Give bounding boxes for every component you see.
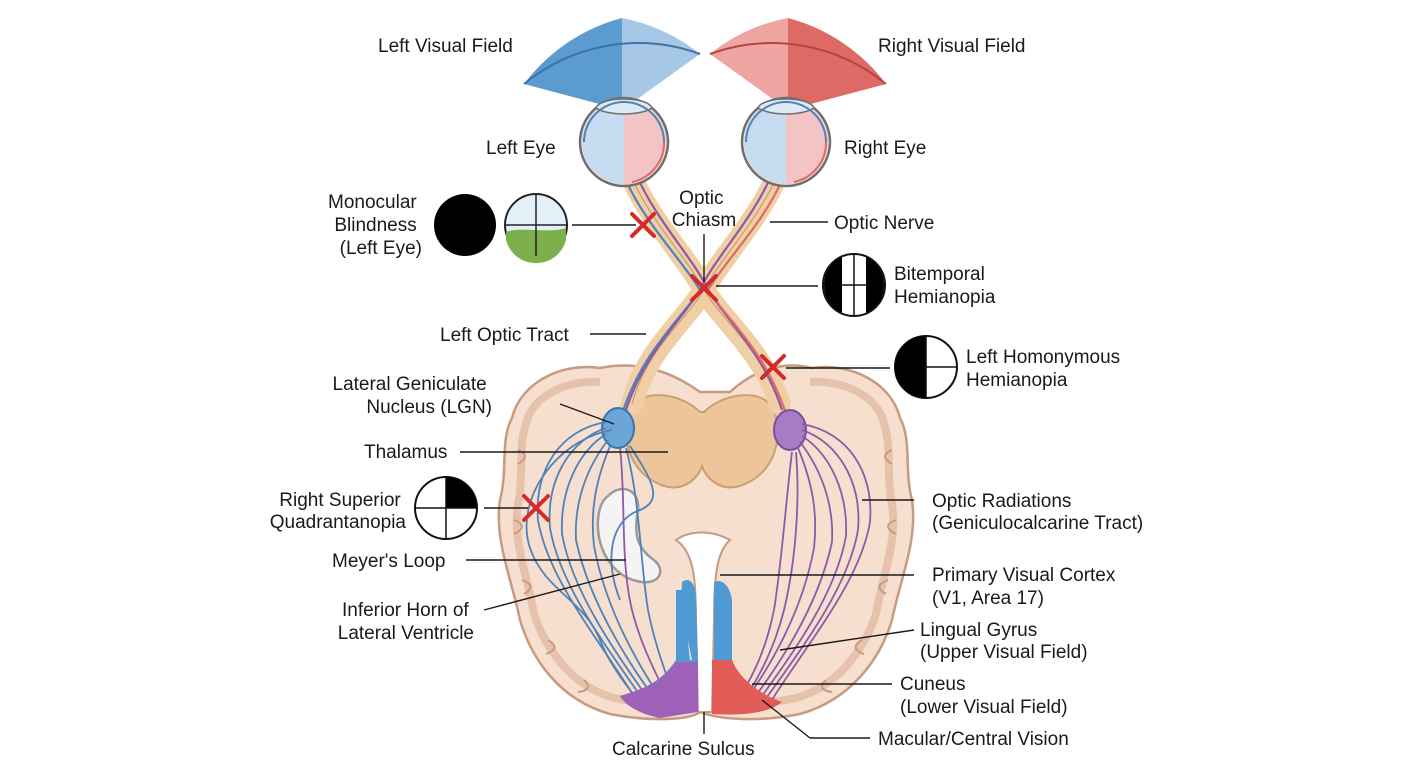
label-lingual-gyrus: Lingual Gyrus (Upper Visual Field) (920, 620, 1088, 663)
label-right-visual-field: Right Visual Field (878, 36, 1026, 57)
left-primary-visual-cortex (620, 580, 698, 718)
left-lgn (601, 407, 635, 449)
left-visual-field (523, 18, 701, 110)
label-optic-nerve: Optic Nerve (834, 213, 934, 234)
label-optic-chiasm: Optic Chiasm (672, 188, 736, 231)
label-cuneus: Cuneus (Lower Visual Field) (900, 674, 1068, 718)
label-left-homonymous-hemianopia: Left Homonymous Hemianopia (966, 347, 1125, 391)
diagram-labels: Left Visual Field Right Visual Field Lef… (270, 36, 1143, 760)
bitemporal-hemianopia-field-icon (822, 253, 886, 317)
label-bitemporal-hemianopia: Bitemporal Hemianopia (894, 264, 996, 308)
right-visual-field (709, 18, 887, 110)
label-left-optic-tract: Left Optic Tract (440, 325, 570, 346)
label-optic-radiations: Optic Radiations (Geniculocalcarine Trac… (932, 491, 1143, 534)
label-left-visual-field: Left Visual Field (378, 36, 513, 57)
label-calcarine-sulcus: Calcarine Sulcus (612, 739, 755, 760)
right-lgn (773, 409, 807, 451)
label-meyers-loop: Meyer's Loop (332, 551, 445, 572)
label-thalamus: Thalamus (364, 442, 447, 463)
label-monocular-blindness: Monocular Blindness (Left Eye) (328, 192, 422, 259)
right-optic-radiations (729, 423, 872, 709)
right-superior-quadrantanopia-field-icon (414, 476, 478, 540)
left-eye (578, 96, 670, 188)
label-primary-visual-cortex: Primary Visual Cortex (V1, Area 17) (932, 565, 1121, 609)
label-inferior-horn: Inferior Horn of Lateral Ventricle (338, 600, 474, 644)
inferior-horn-lateral-ventricle (596, 487, 662, 584)
label-right-superior-quadrantanopia: Right Superior Quadrantanopia (270, 490, 407, 533)
label-left-eye: Left Eye (486, 138, 556, 159)
label-right-eye: Right Eye (844, 138, 926, 159)
normal-field-icon (504, 193, 568, 264)
right-eye (740, 96, 832, 188)
label-macular-vision: Macular/Central Vision (878, 729, 1069, 750)
right-primary-visual-cortex (712, 580, 782, 715)
left-homonymous-hemianopia-field-icon (894, 335, 958, 399)
monocular-blindness-field-icon (434, 194, 496, 256)
leader-lines (460, 221, 915, 739)
lesion-markers (522, 212, 786, 522)
label-lgn: Lateral Geniculate Nucleus (LGN) (333, 374, 493, 418)
